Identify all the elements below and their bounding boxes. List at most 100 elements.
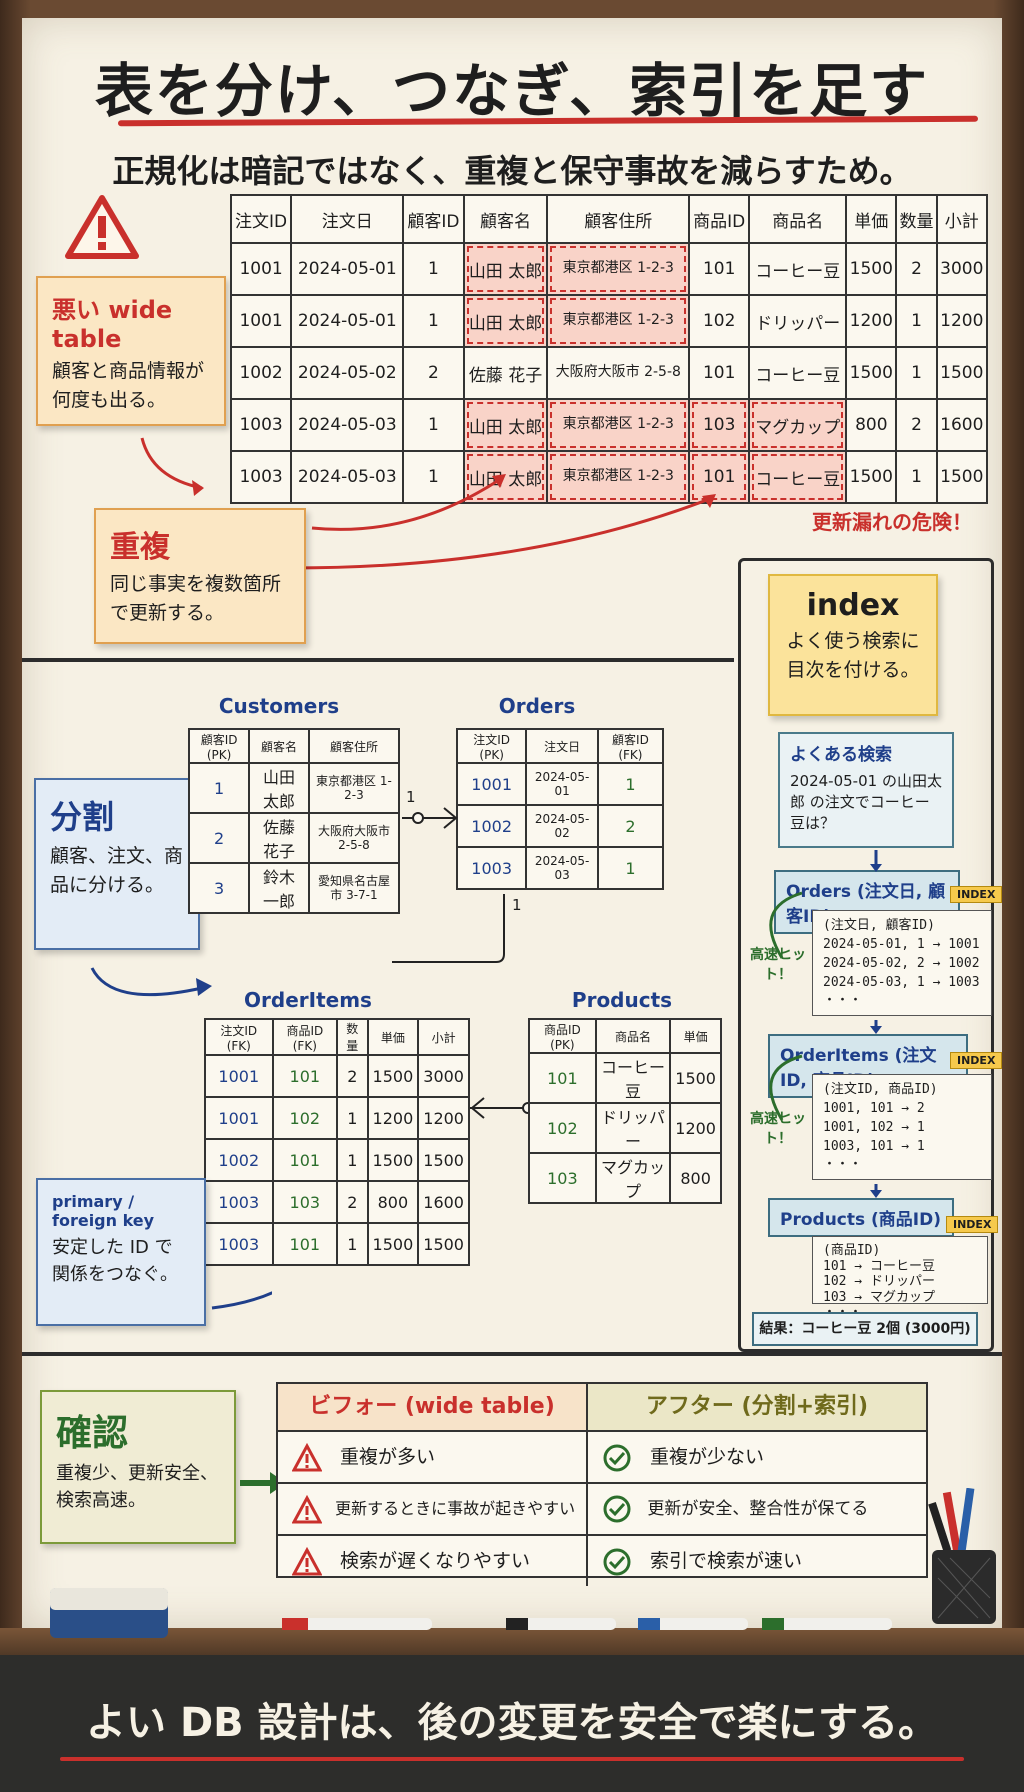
orderitems-cell: 1001 [204, 1054, 274, 1098]
orders-table: 注文ID (PK) 注文日 顧客ID (FK) 1001 2024-05-01 … [455, 728, 665, 890]
duplicate-note-title: 重複 [110, 530, 170, 565]
wide-cell: 1001 [229, 294, 293, 348]
duplicate-note-body: 同じ事実を複数箇所で更新する。 [110, 573, 282, 624]
orderitems-header: 注文ID (FK) [204, 1018, 274, 1056]
footer-underline [60, 1757, 964, 1761]
customers-cell: 大阪府大阪市 2-5-8 [307, 812, 401, 864]
wide-cell: 1500 [935, 450, 989, 504]
orderitems-header: 単価 [366, 1018, 420, 1056]
products-cell: 1200 [669, 1102, 722, 1154]
orders-cell: 2024-05-02 [525, 804, 599, 848]
index-line: ・・・ [823, 993, 863, 1009]
wide-cell: 1 [402, 450, 465, 504]
wide-cell: 2 [895, 398, 938, 452]
warning-icon [292, 1442, 322, 1471]
index-note-title: index [806, 588, 900, 623]
wide-cell: 2024-05-01 [290, 294, 405, 348]
orders-cell: 2024-05-01 [525, 762, 599, 806]
orderitems-cell: 1001 [204, 1096, 274, 1140]
confirm-note: 確認 重複少、更新安全、検索高速。 [40, 1390, 236, 1544]
products-header: 単価 [669, 1018, 722, 1054]
wide-cell: 1 [402, 294, 465, 348]
wide-cell: 1500 [845, 450, 898, 504]
comparison-table: ビフォー (wide table) アフター (分割+索引) 重複が多い 重複が… [276, 1382, 928, 1586]
customers-header: 顧客住所 [307, 728, 401, 764]
table-row: 2 佐藤 花子 大阪府大阪市 2-5-8 [187, 812, 401, 864]
comparison-row: 重複が多い 重複が少ない [278, 1432, 926, 1482]
table-row: 1003 103 2 800 1600 [204, 1180, 470, 1224]
orderitems-header: 数量 [336, 1018, 369, 1056]
confirm-note-body: 重複少、更新安全、検索高速。 [56, 1463, 218, 1511]
index-note-body: よく使う検索に目次を付ける。 [786, 630, 920, 681]
orderitems-cell: 1200 [366, 1096, 420, 1140]
orderitems-cell: 1500 [366, 1054, 420, 1098]
index-badge: INDEX [946, 1216, 999, 1233]
wide-header: 商品ID [688, 194, 751, 244]
products-header: 商品ID (PK) [528, 1018, 597, 1054]
customers-cell: 山田 太郎 [248, 762, 310, 814]
page-title: 表を分け、つなぎ、索引を足す [94, 57, 930, 125]
wide-cell: 1003 [229, 450, 293, 504]
wide-cell-duplicate: 東京都港区 1-2-3 [546, 242, 691, 296]
wide-cell: コーヒー豆 [748, 242, 848, 296]
duplicate-note: 重複 同じ事実を複数箇所で更新する。 [94, 508, 306, 644]
wide-header: 単価 [845, 194, 898, 244]
orders-cell: 1001 [455, 762, 528, 806]
wide-cell: 800 [845, 398, 898, 452]
after-item: 重複が少ない [650, 1446, 765, 1468]
table-row: 1003 2024-05-03 1 山田 太郎 東京都港区 1-2-3 103 … [229, 398, 989, 452]
page-subtitle: 正規化は暗記ではなく、重複と保守事故を減らすため。 [112, 152, 912, 190]
wide-cell-duplicate: 東京都港区 1-2-3 [546, 294, 691, 348]
index-line: (注文日, 顧客ID) [823, 918, 935, 933]
index-line: 2024-05-01, 1 → 1001 [823, 936, 980, 952]
index-title: Products (商品ID) [768, 1198, 954, 1237]
wide-header: 注文ID [229, 194, 293, 244]
orderitems-cell: 103 [271, 1180, 339, 1224]
products-cell: ドリッパー [594, 1102, 672, 1154]
hit-label: 高速ヒット！ [750, 947, 806, 983]
index-line: ・・・ [823, 1157, 863, 1173]
index-badge: INDEX [950, 886, 1003, 903]
hit-label: 高速ヒット！ [750, 1111, 806, 1147]
customers-cell: 鈴木 一郎 [248, 862, 310, 914]
orderitems-cell: 101 [271, 1054, 339, 1098]
orderitems-table: 注文ID (FK) 商品ID (FK) 数量 単価 小計 1001 101 2 … [204, 1018, 470, 1266]
orderitems-header: 商品ID (FK) [271, 1018, 339, 1056]
table-row: 101 コーヒー豆 1500 [528, 1052, 722, 1104]
table-row: 1001 101 2 1500 3000 [204, 1054, 470, 1098]
wide-cell: 1 [402, 398, 465, 452]
wide-cell-duplicate: 山田 太郎 [462, 450, 549, 504]
orderitems-cell: 1 [336, 1096, 369, 1140]
before-item: 検索が遅くなりやすい [340, 1550, 531, 1572]
products-cell: 103 [528, 1152, 597, 1204]
wide-header: 顧客名 [462, 194, 549, 244]
customers-cell: 1 [187, 762, 251, 814]
orderitems-cell: 1500 [417, 1138, 470, 1182]
table-row: 1001 2024-05-01 1 [455, 762, 665, 806]
after-header: アフター (分割+索引) [588, 1384, 926, 1430]
products-cell: 800 [669, 1152, 722, 1204]
orderitems-cell: 2 [336, 1054, 369, 1098]
products-cell: 102 [528, 1102, 597, 1154]
wide-cell: 2024-05-02 [290, 346, 405, 400]
products-table-name: Products [571, 988, 673, 1012]
before-item: 更新するときに事故が起きやすい [335, 1499, 576, 1518]
orderitems-cell: 1 [336, 1222, 369, 1266]
relationship-lines [392, 807, 505, 963]
split-note-title: 分割 [50, 798, 115, 836]
orderitems-cell: 1500 [417, 1222, 470, 1266]
wide-table: 注文ID 注文日 顧客ID 顧客名 顧客住所 商品ID 商品名 単価 数量 小計… [229, 194, 989, 504]
table-row: 1003 2024-05-03 1 山田 太郎 東京都港区 1-2-3 101 … [229, 450, 989, 504]
wide-cell: 1500 [845, 346, 898, 400]
products-table: 商品ID (PK) 商品名 単価 101 コーヒー豆 1500 102 ドリッパ… [528, 1018, 722, 1204]
warning-icon [292, 1494, 322, 1523]
key-note-body: 安定した ID で関係をつなぐ。 [52, 1237, 178, 1285]
products-cell: マグカップ [594, 1152, 672, 1204]
customers-cell: 愛知県名古屋市 3-7-1 [307, 862, 401, 914]
after-item: 索引で検索が速い [650, 1550, 803, 1572]
index-panel: (注文日, 顧客ID) 2024-05-01, 1 → 1001 2024-05… [812, 910, 992, 1016]
confirm-note-title: 確認 [56, 1413, 129, 1454]
whiteboard: 表を分け、つなぎ、索引を足す 正規化は暗記ではなく、重複と保守事故を減らすため。… [22, 18, 1003, 1628]
wide-cell: 1002 [229, 346, 293, 400]
marker-cup-icon [928, 1488, 996, 1624]
